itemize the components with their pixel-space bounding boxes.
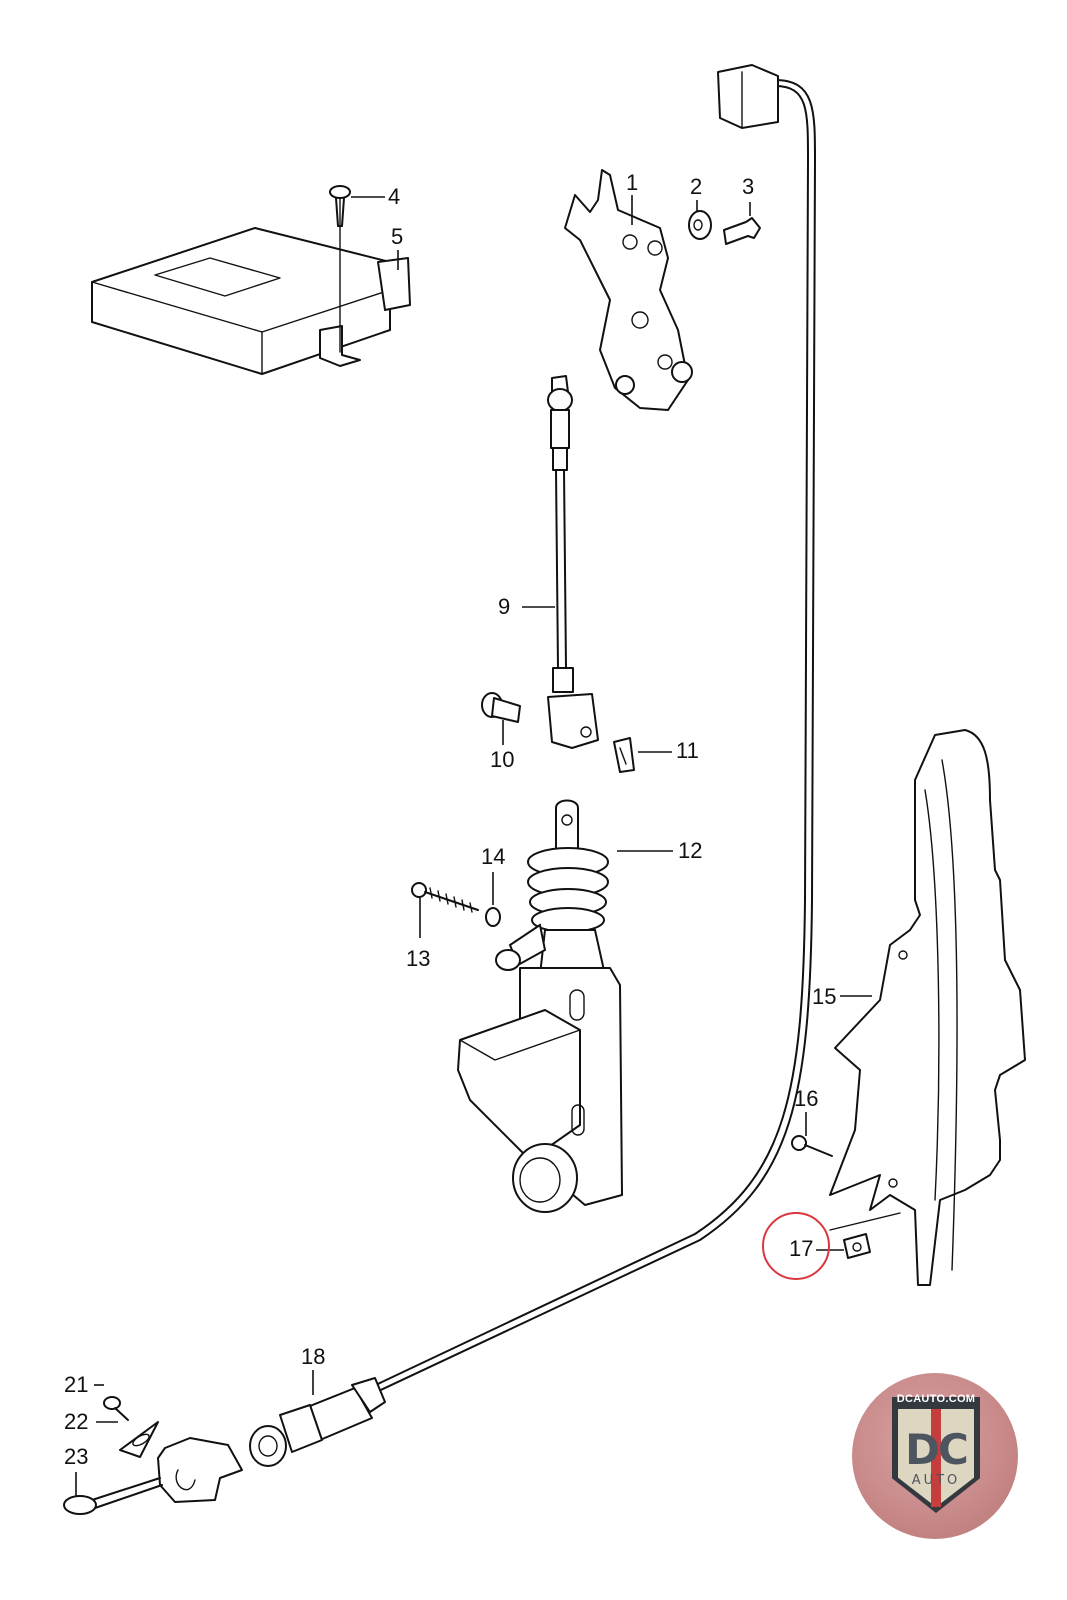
part-label-11[interactable]: 11 — [676, 738, 699, 763]
part-label-1[interactable]: 1 — [626, 170, 639, 195]
part-label-2[interactable]: 2 — [690, 174, 703, 199]
logo-stripe — [931, 1409, 941, 1507]
part-label-23[interactable]: 23 — [64, 1444, 89, 1469]
part-label-3[interactable]: 3 — [742, 174, 755, 199]
part-label-10[interactable]: 10 — [490, 747, 515, 772]
control-unit — [91, 195, 411, 375]
door-lock-latch — [564, 169, 693, 411]
clip-11 — [613, 737, 635, 773]
washer-14 — [485, 907, 501, 927]
washer-2 — [688, 210, 712, 240]
cable-end-18 — [249, 1377, 386, 1467]
logo-letters: DC — [905, 1425, 969, 1474]
release-cable — [364, 64, 816, 1396]
screw-4 — [329, 185, 351, 227]
part-label-5[interactable]: 5 — [391, 224, 404, 249]
screw-16 — [791, 1135, 833, 1157]
logo-site-text: DCAUTO.COM — [896, 1393, 976, 1405]
part-label-16[interactable]: 16 — [794, 1086, 819, 1111]
part-label-9[interactable]: 9 — [498, 594, 511, 619]
screw-13 — [411, 882, 479, 913]
screw-21 — [103, 1396, 129, 1421]
lock-actuator — [457, 799, 623, 1213]
part-label-4[interactable]: 4 — [388, 184, 401, 209]
part-label-22[interactable]: 22 — [64, 1409, 89, 1434]
dcauto-logo: DCAUTO.COM DC AUTO — [852, 1373, 1018, 1539]
part-label-21[interactable]: 21 — [64, 1372, 89, 1397]
highlight-circle-17 — [762, 1212, 830, 1280]
part-label-12[interactable]: 12 — [678, 838, 703, 863]
connecting-rod — [547, 375, 599, 749]
part-label-15[interactable]: 15 — [812, 984, 837, 1009]
part-label-13[interactable]: 13 — [406, 946, 431, 971]
screw-3 — [723, 217, 761, 245]
clip-nut-17 — [829, 1212, 901, 1259]
plate-22 — [119, 1421, 159, 1458]
cable-holder-23 — [63, 1437, 243, 1515]
pin-10 — [481, 692, 521, 723]
cover-15 — [829, 729, 1026, 1286]
part-label-14[interactable]: 14 — [481, 844, 506, 869]
logo-subtext: AUTO — [911, 1473, 961, 1488]
part-label-18[interactable]: 18 — [301, 1344, 326, 1369]
leader-lines — [75, 195, 872, 1496]
